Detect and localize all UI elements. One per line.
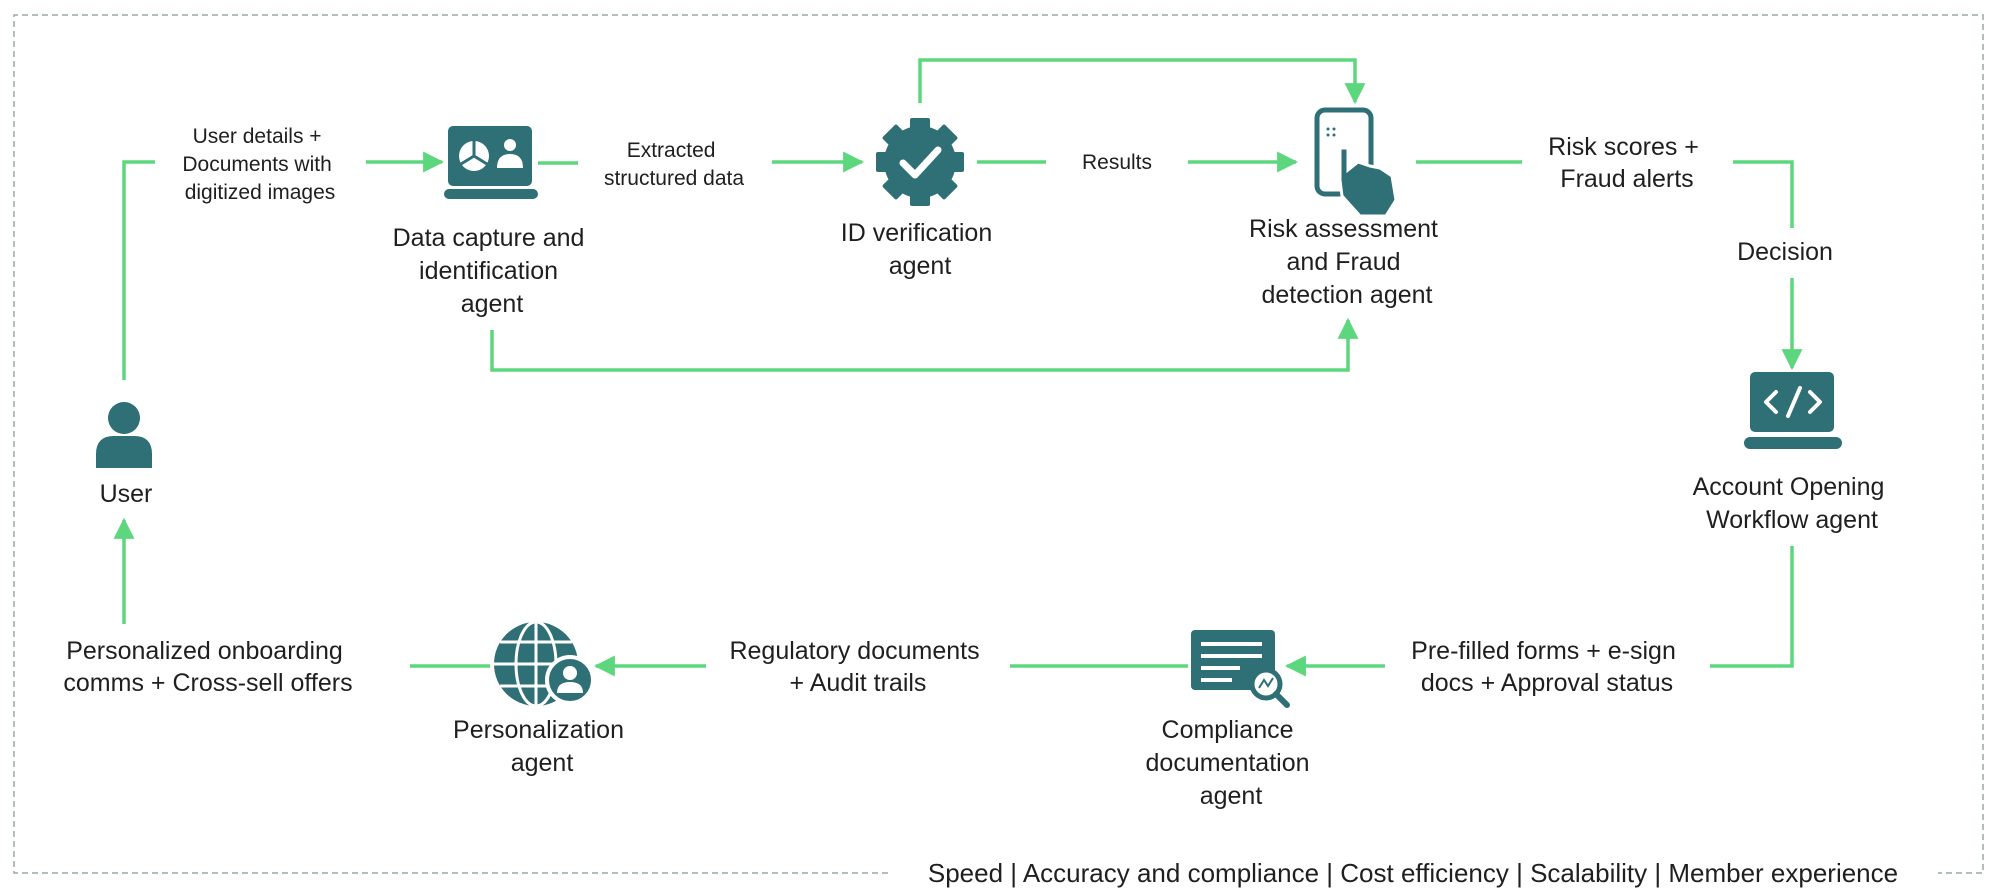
- compliance-label-line-3: agent: [1200, 782, 1263, 810]
- personalization-agent-label: Personalization agent: [453, 716, 631, 777]
- phone-touch-icon: [1314, 107, 1398, 218]
- verified-badge-icon: [876, 118, 964, 206]
- edge-label-personalized-onboarding: Personalized onboarding comms + Cross-se…: [63, 637, 352, 697]
- personalization-label-line-2: agent: [511, 749, 574, 777]
- edge-risk-scores-line-1: Risk scores +: [1548, 133, 1699, 161]
- compliance-agent-label: Compliance documentation agent: [1146, 716, 1317, 810]
- connector-id-to-risk-top: [918, 58, 1366, 105]
- risk-fraud-label-line-3: detection agent: [1262, 281, 1433, 309]
- edge-label-results: Results: [1082, 151, 1152, 174]
- edge-label-decision: Decision: [1737, 238, 1833, 266]
- account-opening-agent-label: Account Opening Workflow agent: [1693, 473, 1892, 534]
- connector-user-up: [122, 160, 155, 380]
- edge-label-regulatory-docs: Regulatory documents + Audit trails: [729, 637, 986, 697]
- data-capture-label-line-2: identification: [419, 257, 558, 285]
- person-icon: [96, 402, 152, 468]
- id-verification-label-line-1: ID verification: [841, 219, 992, 247]
- connector-from-account: [1710, 546, 1794, 668]
- connector-capture-to-risk-bottom: [490, 317, 1359, 372]
- edge-personalized-line-1: Personalized onboarding: [66, 637, 343, 665]
- laptop-code-icon: [1744, 372, 1842, 449]
- user-label-line: User: [100, 480, 153, 508]
- edge-prefilled-line-2: docs + Approval status: [1421, 669, 1673, 697]
- edge-user-details-line-2: Documents with: [182, 153, 331, 176]
- data-capture-label-line-1: Data capture and: [393, 224, 585, 252]
- edge-regulatory-line-1: Regulatory documents: [729, 637, 979, 665]
- user-label: User: [100, 480, 153, 508]
- account-opening-label-line-1: Account Opening: [1693, 473, 1885, 501]
- compliance-label-line-2: documentation: [1146, 749, 1310, 777]
- connector-to-decision: [1733, 160, 1794, 228]
- edge-extracted-line-1: Extracted: [627, 139, 716, 162]
- personalization-label-line-1: Personalization: [453, 716, 624, 744]
- id-verification-agent-label: ID verification agent: [841, 219, 999, 280]
- edge-decision-line-1: Decision: [1737, 238, 1833, 266]
- edge-label-prefilled-forms: Pre-filled forms + e-sign docs + Approva…: [1411, 637, 1683, 697]
- edge-results-line-1: Results: [1082, 151, 1152, 174]
- risk-fraud-agent-label: Risk assessment and Fraud detection agen…: [1249, 215, 1445, 309]
- edge-user-details-line-3: digitized images: [185, 181, 336, 204]
- edge-risk-scores-line-2: Fraud alerts: [1560, 165, 1693, 193]
- id-verification-label-line-2: agent: [889, 252, 952, 280]
- data-capture-label-line-3: agent: [461, 290, 524, 318]
- account-opening-label-line-2: Workflow agent: [1706, 506, 1878, 534]
- edge-label-risk-scores: Risk scores + Fraud alerts: [1548, 133, 1706, 193]
- globe-user-icon: [494, 620, 595, 708]
- edge-regulatory-line-2: + Audit trails: [790, 669, 927, 697]
- data-capture-agent-label: Data capture and identification agent: [393, 224, 592, 318]
- risk-fraud-label-line-2: and Fraud: [1287, 248, 1401, 276]
- edge-label-user-details: User details + Documents with digitized …: [182, 125, 337, 204]
- laptop-chart-icon: [444, 126, 538, 199]
- edge-label-extracted-data: Extracted structured data: [604, 139, 744, 190]
- risk-fraud-label-line-1: Risk assessment: [1249, 215, 1438, 243]
- document-search-icon: [1191, 630, 1290, 708]
- compliance-label-line-1: Compliance: [1162, 716, 1294, 744]
- footer-benefits: Speed | Accuracy and compliance | Cost e…: [928, 858, 1898, 888]
- edge-extracted-line-2: structured data: [604, 167, 744, 190]
- edge-user-details-line-1: User details +: [193, 125, 322, 148]
- edge-personalized-line-2: comms + Cross-sell offers: [63, 669, 352, 697]
- edge-prefilled-line-1: Pre-filled forms + e-sign: [1411, 637, 1676, 665]
